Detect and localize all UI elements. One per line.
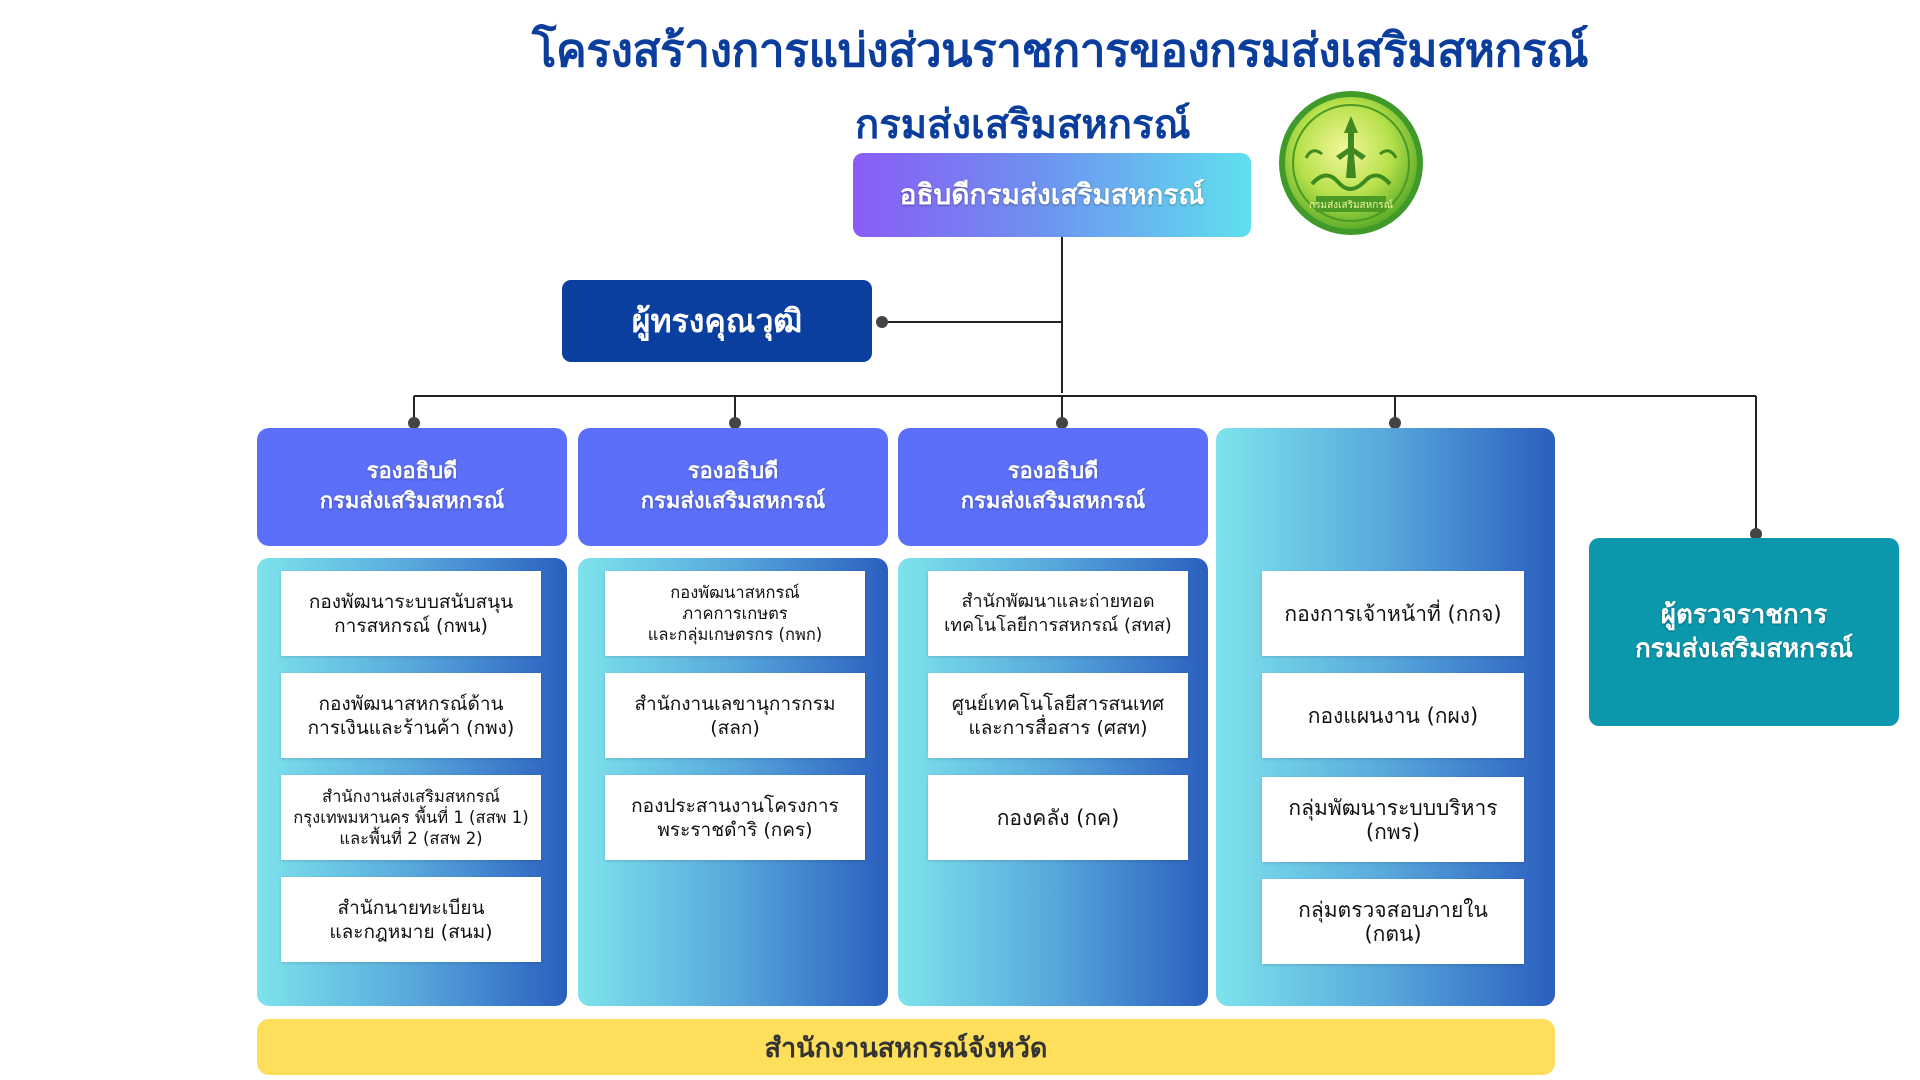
- unit-box: สำนักนายทะเบียน และกฎหมาย (สนม): [281, 877, 541, 962]
- seal-text: กรมส่งเสริมสหกรณ์: [1309, 199, 1393, 211]
- deputy-line2: กรมส่งเสริมสหกรณ์: [319, 489, 505, 514]
- unit-box: กองพัฒนาระบบสนับสนุน การสหกรณ์ (กพน): [281, 571, 541, 656]
- director-general-box: อธิบดีกรมส่งเสริมสหกรณ์: [853, 153, 1251, 237]
- unit-box: ศูนย์เทคโนโลยีสารสนเทศ และการสื่อสาร (ศส…: [928, 673, 1188, 758]
- deputy-director-box-1: รองอธิบดี กรมส่งเสริมสหกรณ์: [257, 428, 567, 546]
- unit-box: กองพัฒนาสหกรณ์ ภาคการเกษตร และกลุ่มเกษตร…: [605, 571, 865, 656]
- unit-box: กลุ่มตรวจสอบภายใน (กตน): [1262, 879, 1524, 964]
- unit-box: กองการเจ้าหน้าที่ (กกจ): [1262, 571, 1524, 656]
- deputy-line2: กรมส่งเสริมสหกรณ์: [960, 489, 1146, 514]
- unit-box: สำนักงานเลขานุการกรม (สลก): [605, 673, 865, 758]
- unit-box: กองแผนงาน (กผง): [1262, 673, 1524, 758]
- deputy-line1: รองอธิบดี: [1007, 459, 1099, 484]
- unit-box: กองพัฒนาสหกรณ์ด้าน การเงินและร้านค้า (กพ…: [281, 673, 541, 758]
- page-title: โครงสร้างการแบ่งส่วนราชการของกรมส่งเสริม…: [531, 23, 1589, 77]
- experts-box: ผู้ทรงคุณวุฒิ: [562, 280, 872, 362]
- inspector-general-box: ผู้ตรวจราชการ กรมส่งเสริมสหกรณ์: [1589, 538, 1899, 726]
- unit-box: สำนักงานส่งเสริมสหกรณ์ กรุงเทพมหานคร พื้…: [281, 775, 541, 860]
- deputy-line1: รองอธิบดี: [687, 459, 779, 484]
- deputy-line1: รองอธิบดี: [366, 459, 458, 484]
- deputy-director-box-3: รองอธิบดี กรมส่งเสริมสหกรณ์: [898, 428, 1208, 546]
- department-subtitle: กรมส่งเสริมสหกรณ์: [855, 102, 1191, 148]
- unit-box: สำนักพัฒนาและถ่ายทอด เทคโนโลยีการสหกรณ์ …: [928, 571, 1188, 656]
- unit-box: กองคลัง (กค): [928, 775, 1188, 860]
- unit-box: กองประสานงานโครงการ พระราชดำริ (กคร): [605, 775, 865, 860]
- deputy-line2: กรมส่งเสริมสหกรณ์: [640, 489, 826, 514]
- department-seal-icon: กรมส่งเสริมสหกรณ์: [1279, 91, 1423, 235]
- provincial-office-bar: สำนักงานสหกรณ์จังหวัด: [257, 1019, 1555, 1075]
- unit-box: กลุ่มพัฒนาระบบบริหาร (กพร): [1262, 777, 1524, 862]
- deputy-director-box-2: รองอธิบดี กรมส่งเสริมสหกรณ์: [578, 428, 888, 546]
